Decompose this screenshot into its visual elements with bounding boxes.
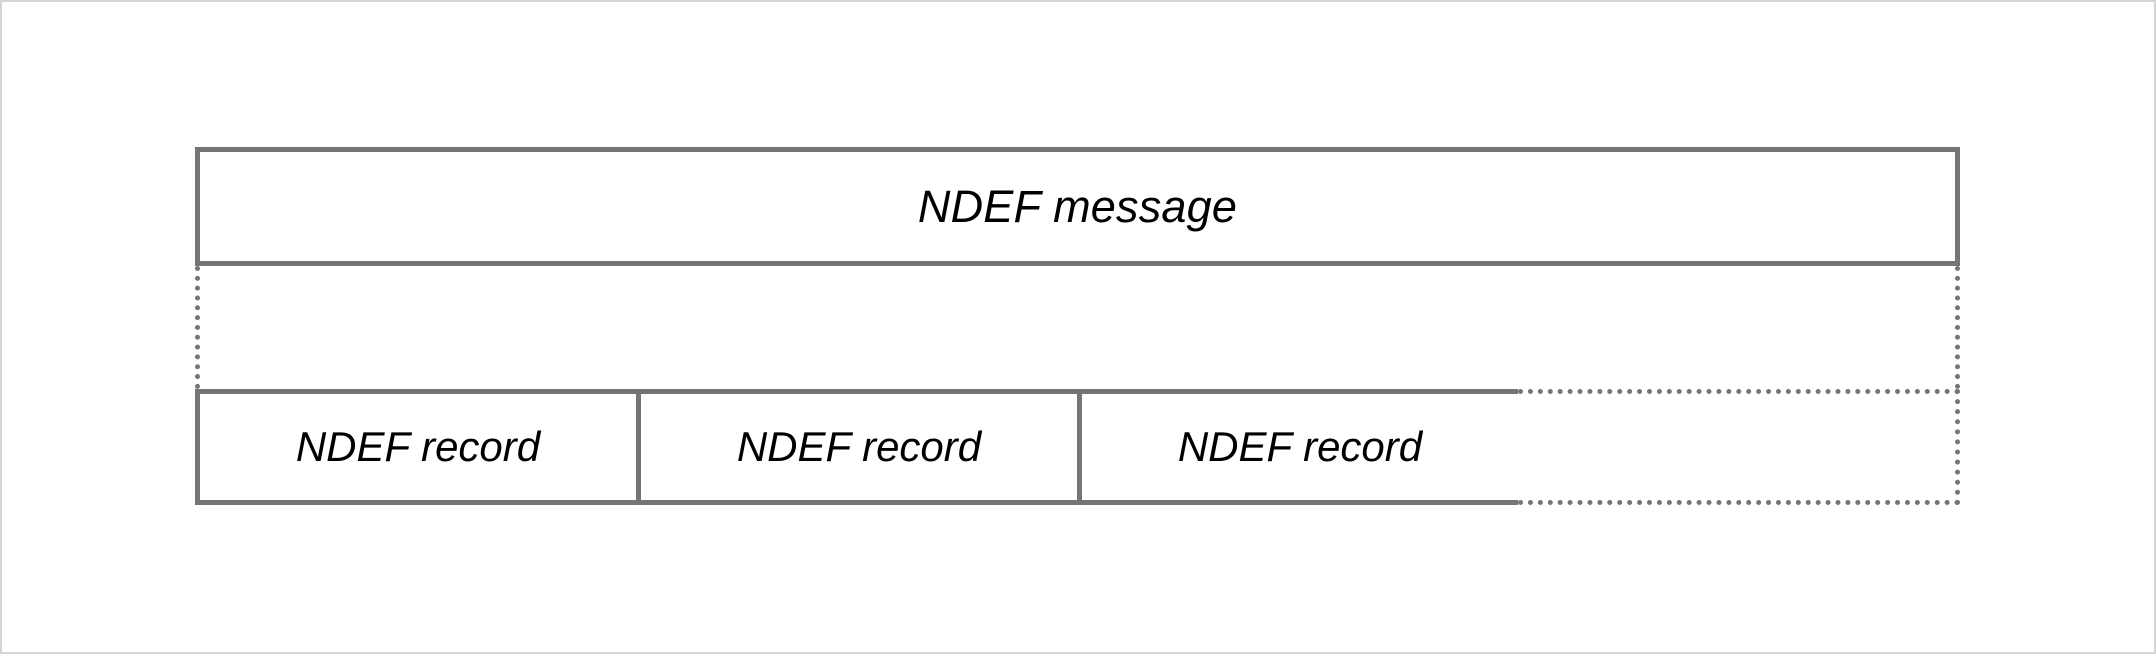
ndef-record-row: NDEF record NDEF record NDEF record bbox=[195, 389, 1960, 505]
connector-left-dotted-rail bbox=[195, 266, 200, 389]
ndef-record-box-1: NDEF record bbox=[195, 389, 636, 505]
message-to-records-connector bbox=[195, 266, 1960, 389]
connector-right-dotted-rail bbox=[1955, 266, 1960, 389]
ndef-message-label: NDEF message bbox=[917, 181, 1238, 232]
ndef-record-label: NDEF record bbox=[736, 423, 982, 470]
ndef-record-box-3: NDEF record bbox=[1077, 389, 1518, 505]
ndef-record-label: NDEF record bbox=[295, 423, 541, 470]
ndef-message-box: NDEF message bbox=[195, 147, 1960, 266]
ndef-record-box-2: NDEF record bbox=[636, 389, 1077, 505]
ndef-record-continuation-slot bbox=[1518, 389, 1960, 505]
ndef-record-label: NDEF record bbox=[1177, 423, 1423, 470]
